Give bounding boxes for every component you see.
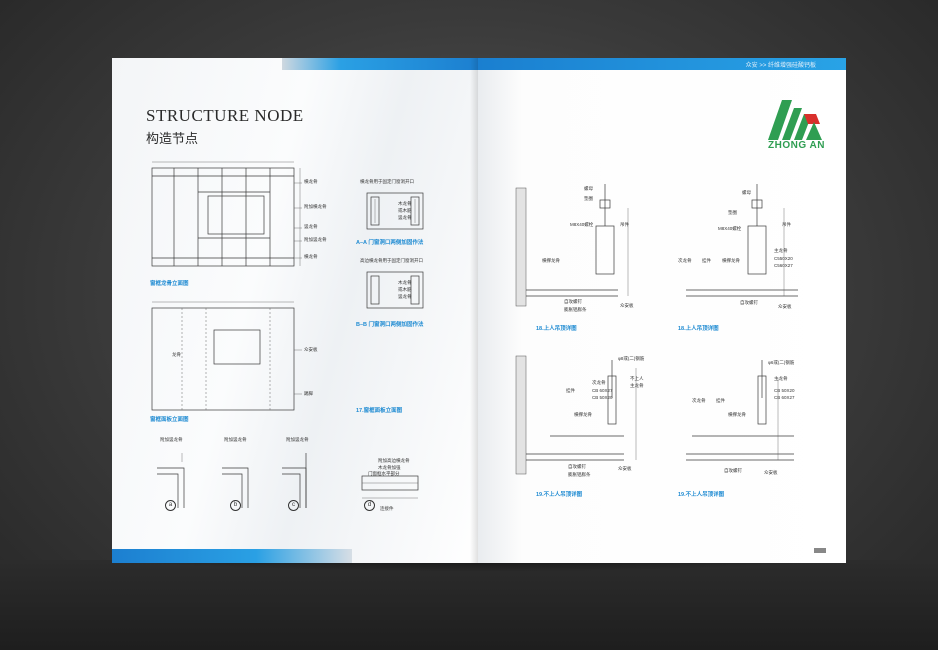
detail-d-label-2: 木龙骨加强 xyxy=(378,465,401,470)
ceiling-details-drawing xyxy=(515,184,798,475)
caption-19b: 19.不上人吊顶详图 xyxy=(678,492,725,498)
caption-aa: A–A 门窗洞口两侧加固作法 xyxy=(356,240,424,246)
detail-d-label-3: 门窗框水平部分 xyxy=(368,471,400,476)
c-main-1: 不上人 xyxy=(630,376,644,381)
detail-d-label-1: 附加高边横龙骨 xyxy=(378,458,410,463)
detail-b-label: 附加竖龙骨 xyxy=(224,437,247,442)
d-board: 众安板 xyxy=(764,470,778,475)
header-breadcrumb: 众安 >> 纤维增强硅酸钙板 xyxy=(745,63,816,69)
caption-frame-elevation: 窗框龙骨立面图 xyxy=(150,281,189,287)
caption-19a: 19.不上人吊顶详图 xyxy=(536,492,583,498)
a-washer: 垫圈 xyxy=(584,196,593,201)
detail-a-label: 附加竖龙骨 xyxy=(160,437,183,442)
caption-18a: 18.上人吊顶详图 xyxy=(536,326,577,332)
detail-c-label: 附加竖龙骨 xyxy=(286,437,309,442)
caption-18b: 18.上人吊顶详图 xyxy=(678,326,719,332)
caption-bb: B–B 门窗洞口两侧加固作法 xyxy=(356,322,424,328)
b-spec-2: C560X27 xyxy=(774,263,793,268)
aa-wood-keel: 木龙骨 xyxy=(398,201,412,206)
detail-d-label-4: 连接件 xyxy=(380,506,394,511)
b-hanger: 吊件 xyxy=(782,222,791,227)
right-page: 众安 >> 纤维增强硅酸钙板 ZHONG AN xyxy=(478,58,846,563)
a-bolt: M8X40螺栓 xyxy=(570,222,594,227)
page-number-marker xyxy=(814,548,826,553)
b-hook: 挂件 xyxy=(702,258,711,263)
detail-circle-b: b xyxy=(230,500,241,511)
c-cross: 横撑龙骨 xyxy=(574,412,592,417)
d-screw: 自攻螺钉 xyxy=(724,468,742,473)
c-board: 众安板 xyxy=(618,466,632,471)
frame-label-2: 附加横龙骨 xyxy=(304,204,327,209)
d-spec-1: CB 50X20 xyxy=(774,388,795,393)
b-spec-1: C550X20 xyxy=(774,256,793,261)
aa-top-keel: 竖龙骨 xyxy=(398,215,412,220)
c-spec-1: CB 60X27 xyxy=(592,388,613,393)
b-sec: 次龙骨 xyxy=(678,258,692,263)
page-subtitle: 构造节点 xyxy=(146,131,199,146)
detail-circle-d: d xyxy=(364,500,375,511)
left-bottom-stripe xyxy=(112,549,352,563)
c-sec: 次龙骨 xyxy=(592,380,606,385)
frame-elevation-drawing xyxy=(151,161,424,508)
frame-label-3: 竖龙骨 xyxy=(304,224,318,229)
caption-fig17: 17.窗框面板立面图 xyxy=(356,408,403,414)
zhongan-logo-icon xyxy=(768,100,822,140)
d-cross: 横撑龙骨 xyxy=(728,412,746,417)
panel-label-board: 众安板 xyxy=(304,347,318,352)
d-spec-2: CB 60X27 xyxy=(774,395,795,400)
d-hook: 挂件 xyxy=(716,398,725,403)
bb-top-label: 高边横龙骨用于固定门窗洞开口 xyxy=(360,258,423,263)
a-board: 众安板 xyxy=(620,303,634,308)
frame-label-1: 横龙骨 xyxy=(304,179,318,184)
detail-circle-c: c xyxy=(288,500,299,511)
a-main-keel: 横撑龙骨 xyxy=(542,258,560,263)
b-screw: 自攻螺钉 xyxy=(740,300,758,305)
b-main: 主龙骨 xyxy=(774,248,788,253)
aa-top-label: 横龙骨用于固定门窗洞开口 xyxy=(360,179,414,184)
panel-label-skirting: 踢脚 xyxy=(304,391,313,396)
frame-label-4: 附加竖龙骨 xyxy=(304,237,327,242)
b-bolt: M8X40螺栓 xyxy=(718,226,742,231)
left-page: STRUCTURE NODE 构造节点 xyxy=(112,58,478,563)
c-main-2: 主龙骨 xyxy=(630,383,644,388)
bb-wood-keel: 木龙骨 xyxy=(398,280,412,285)
c-screw: 自攻螺钉 xyxy=(568,464,586,469)
detail-circle-a: a xyxy=(165,500,176,511)
bb-top-keel: 竖龙骨 xyxy=(398,294,412,299)
a-alu: 膨胀铝膨条 xyxy=(564,307,587,312)
left-top-stripe xyxy=(282,58,478,70)
caption-panel-elevation: 窗框面板立面图 xyxy=(150,417,189,423)
frame-label-5: 横龙骨 xyxy=(304,254,318,259)
panel-label-keel: 龙骨 xyxy=(172,352,181,357)
c-hook: 挂件 xyxy=(566,388,575,393)
floor-background xyxy=(0,560,938,650)
c-rod: φ8或(二)钢筋 xyxy=(618,356,645,361)
page-title: STRUCTURE NODE xyxy=(146,106,304,125)
right-top-stripe: 众安 >> 纤维增强硅酸钙板 xyxy=(478,58,846,70)
b-cross: 横撑龙骨 xyxy=(722,258,740,263)
d-main: 主龙骨 xyxy=(774,376,788,381)
c-alu: 膨胀铝膨条 xyxy=(568,472,591,477)
a-screw: 自攻螺钉 xyxy=(564,299,582,304)
b-washer: 垫圈 xyxy=(728,210,737,215)
c-spec-2: CB 50X20 xyxy=(592,395,613,400)
b-nut: 螺母 xyxy=(742,190,751,195)
b-board: 众安板 xyxy=(778,304,792,309)
d-rod: φ6或(二)钢筋 xyxy=(768,360,795,365)
aa-wood-board: 或木筋 xyxy=(398,208,412,213)
a-nut: 螺母 xyxy=(584,186,593,191)
d-sec: 次龙骨 xyxy=(692,398,706,403)
a-hanger: 吊件 xyxy=(620,222,629,227)
logo-text: ZHONG AN xyxy=(768,140,825,151)
bb-wood-board: 或木筋 xyxy=(398,287,412,292)
